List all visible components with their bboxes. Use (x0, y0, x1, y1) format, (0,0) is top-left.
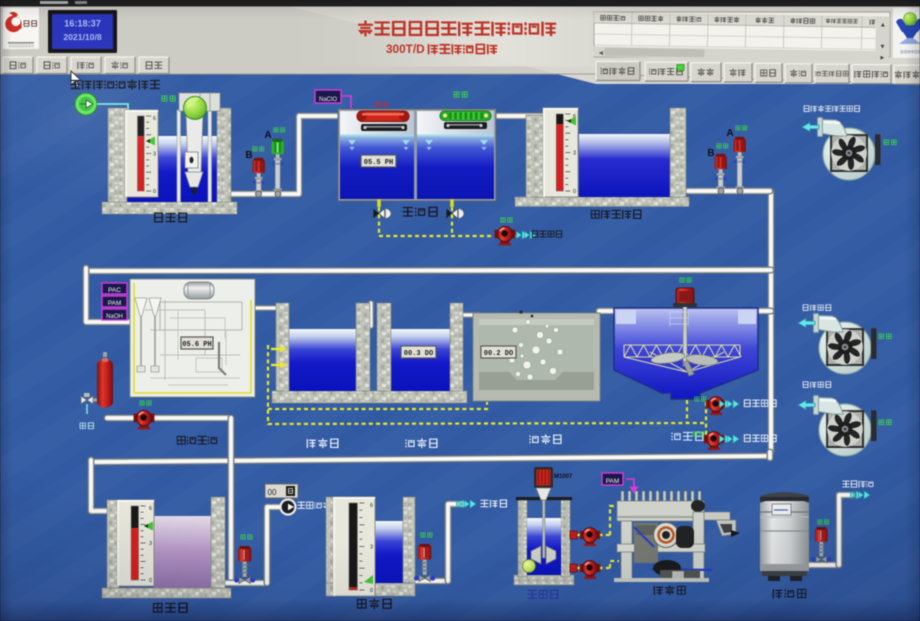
svg-text:A: A (264, 130, 271, 141)
svg-text:0: 0 (153, 189, 156, 195)
svg-text:6: 6 (370, 503, 373, 509)
svg-text:300T/D: 300T/D (386, 42, 425, 56)
svg-text:00.3 DO: 00.3 DO (404, 350, 433, 358)
svg-text:6: 6 (149, 506, 152, 512)
svg-text:▼: ▼ (879, 43, 886, 50)
svg-text:B: B (245, 150, 252, 161)
svg-text:3: 3 (370, 545, 373, 551)
svg-text:16:18:37: 16:18:37 (64, 19, 101, 29)
svg-text:0: 0 (573, 189, 576, 195)
svg-text:3: 3 (573, 151, 576, 157)
svg-text:3: 3 (149, 541, 152, 547)
svg-text:2021/10/8: 2021/10/8 (63, 32, 101, 42)
svg-text:PAM: PAM (108, 300, 122, 307)
svg-text:0: 0 (149, 578, 152, 584)
svg-text:M1007: M1007 (554, 474, 573, 480)
svg-text:3: 3 (153, 152, 156, 158)
svg-text:6: 6 (153, 116, 156, 122)
svg-text:6: 6 (573, 114, 576, 120)
svg-text:A: A (726, 128, 733, 139)
svg-text:◄: ◄ (597, 50, 604, 57)
svg-text:0: 0 (370, 588, 373, 594)
svg-text:►: ► (879, 54, 886, 61)
svg-text:▲: ▲ (880, 21, 887, 28)
svg-text:PAC: PAC (108, 287, 121, 294)
svg-text:NaOH: NaOH (106, 314, 123, 320)
svg-text:00: 00 (268, 488, 277, 497)
svg-text:00.2 DO: 00.2 DO (484, 350, 513, 358)
svg-text:NaClO: NaClO (319, 97, 337, 103)
svg-text:B: B (707, 148, 714, 159)
svg-text:PAM: PAM (606, 478, 620, 485)
svg-text:05.5 PH: 05.5 PH (364, 159, 393, 167)
svg-text:05.6 PH: 05.6 PH (182, 341, 211, 349)
